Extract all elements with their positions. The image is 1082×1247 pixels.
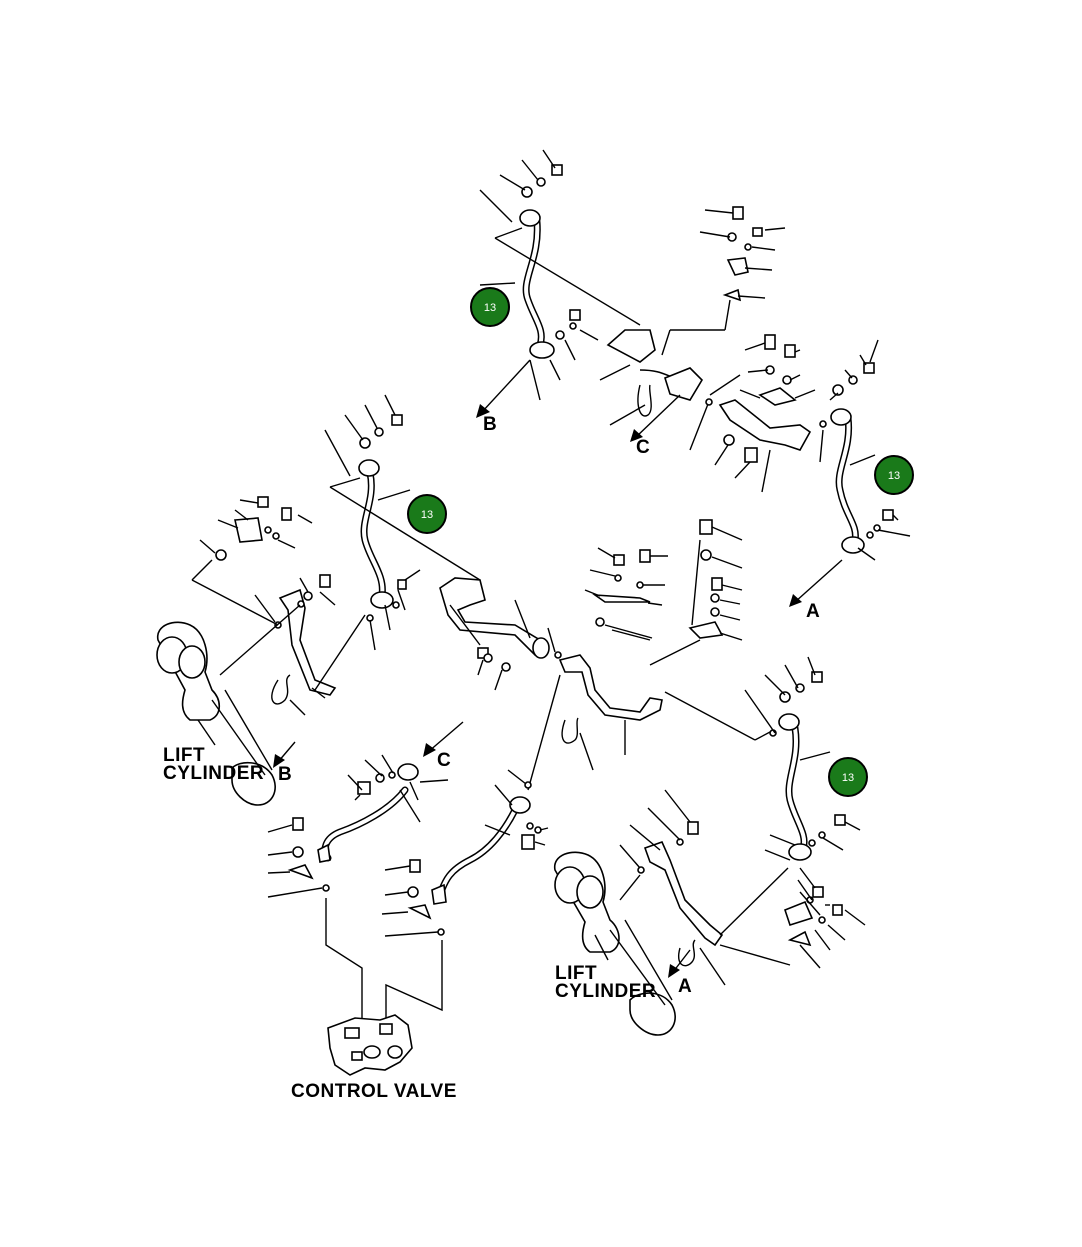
arrow-ref-c-mid: C bbox=[437, 750, 451, 771]
lift-cylinder-right-line1: LIFT bbox=[555, 963, 597, 984]
callout-number: 13 bbox=[842, 772, 854, 784]
middle-left-assembly bbox=[156, 394, 481, 806]
top-right-assembly bbox=[689, 334, 911, 607]
callout-number: 13 bbox=[484, 302, 496, 314]
bottom-left-assembly bbox=[267, 721, 549, 1020]
text-labels: LIFT CYLINDER LIFT CYLINDER CONTROL VALV… bbox=[163, 414, 820, 1102]
control-valve-label: CONTROL VALVE bbox=[291, 1081, 457, 1102]
lift-cylinder-left-line2: CYLINDER bbox=[163, 763, 264, 784]
arrow-ref-b-top: B bbox=[483, 414, 497, 435]
lift-cylinder-right-line2: CYLINDER bbox=[555, 981, 656, 1002]
top-hose-assembly bbox=[476, 149, 786, 442]
callout-number: 13 bbox=[421, 509, 433, 521]
callout-number: 13 bbox=[888, 470, 900, 482]
arrow-ref-c-top: C bbox=[636, 437, 650, 458]
callout-badges: 13 13 13 13 bbox=[407, 287, 914, 797]
callout-badge[interactable]: 13 bbox=[470, 287, 510, 327]
control-valve-part bbox=[327, 1014, 413, 1076]
arrow-ref-a-mid-right: A bbox=[806, 601, 820, 622]
callout-badge[interactable]: 13 bbox=[874, 455, 914, 495]
callout-badge[interactable]: 13 bbox=[407, 494, 447, 534]
arrow-ref-b-left: B bbox=[278, 764, 292, 785]
lift-cylinder-left-line1: LIFT bbox=[163, 745, 205, 766]
bottom-right-assembly bbox=[554, 656, 866, 1036]
arrow-ref-a-bottom: A bbox=[678, 976, 692, 997]
callout-badge[interactable]: 13 bbox=[828, 757, 868, 797]
center-pipe-assembly bbox=[439, 519, 771, 791]
